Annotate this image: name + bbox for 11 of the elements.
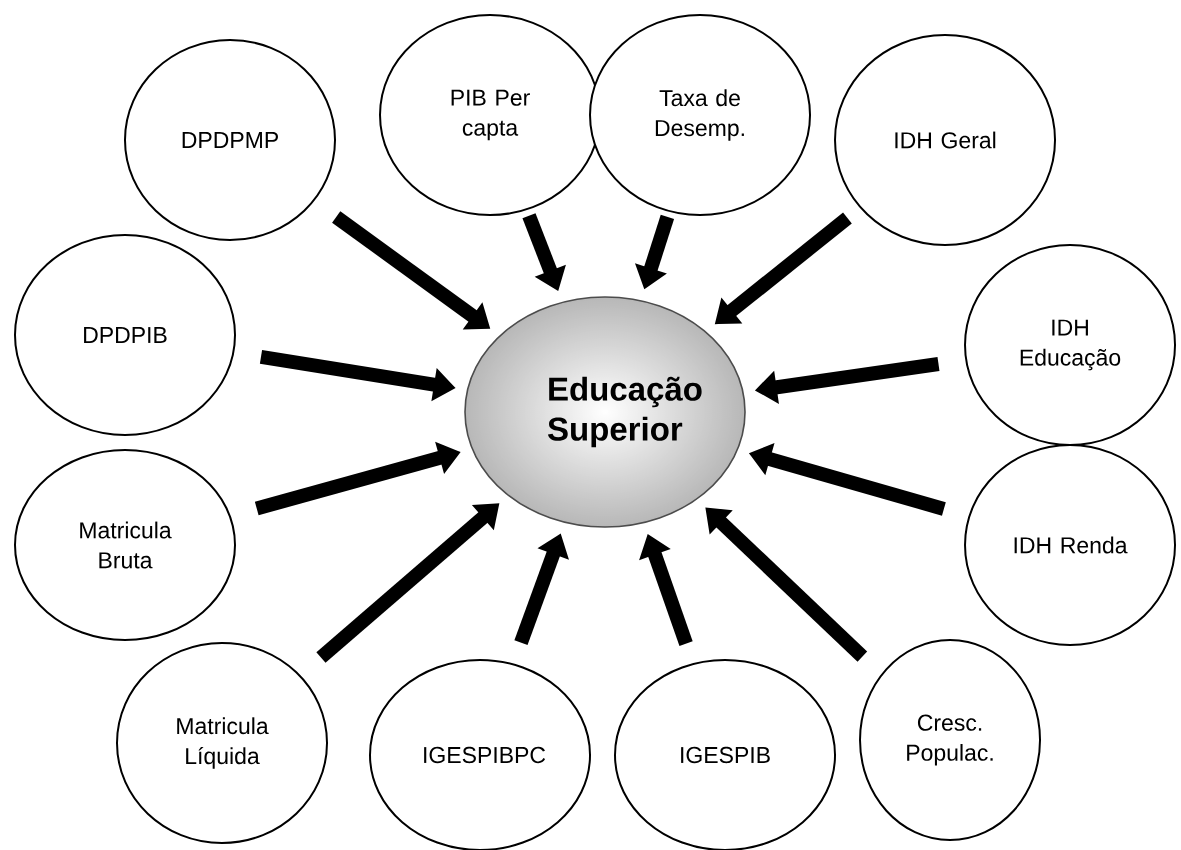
circle-node: Matricula Líquida: [116, 642, 328, 844]
circle-node: PIB Per capta: [379, 14, 601, 216]
circle-node: Cresc. Populac.: [859, 639, 1041, 841]
circle-node: Matricula Bruta: [14, 449, 236, 641]
circle-node: Taxa de Desemp.: [589, 14, 811, 216]
arrow: [705, 507, 868, 662]
circle-node: DPDPMP: [124, 39, 336, 241]
circle-node: IDH Geral: [834, 34, 1056, 246]
circle-node: DPDPIB: [14, 234, 236, 436]
circle-node: IDH Renda: [964, 444, 1176, 646]
circle-node: IDH Educação: [964, 244, 1176, 446]
